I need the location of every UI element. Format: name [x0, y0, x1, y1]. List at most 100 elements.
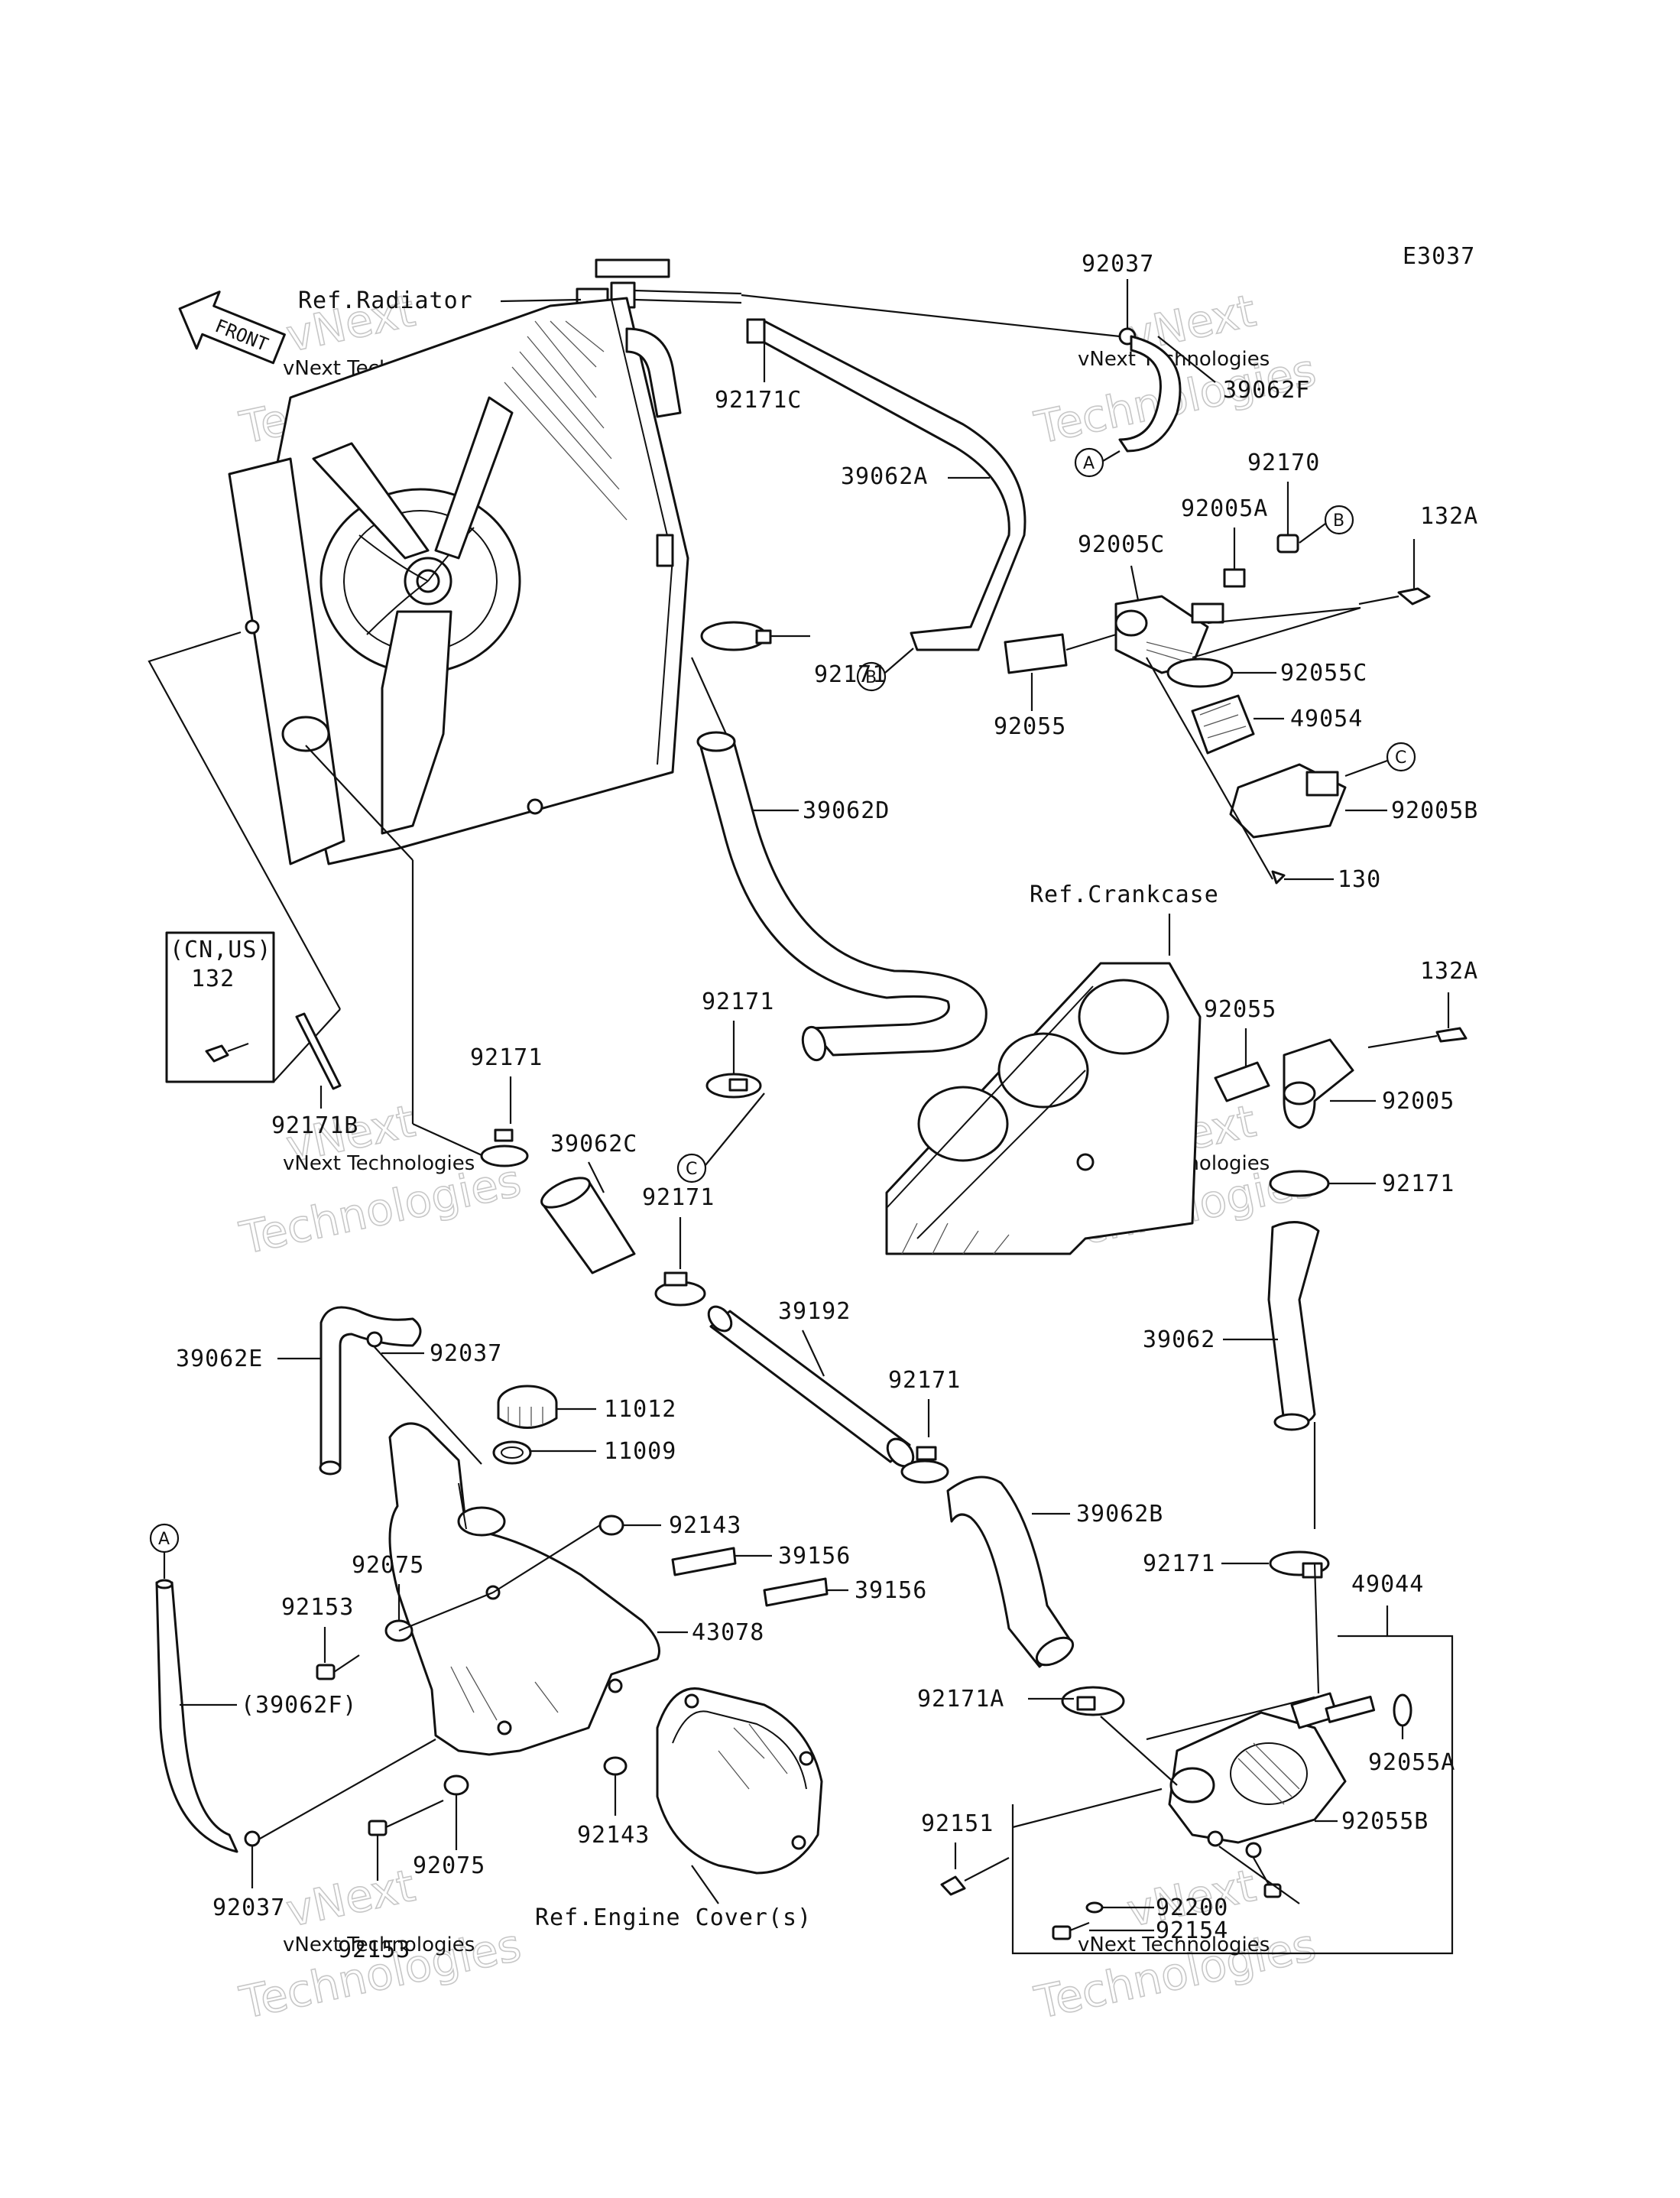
engine-cover: [656, 1687, 823, 1875]
part-39062a: 39062A: [841, 463, 928, 490]
part-49054: 49054: [1290, 706, 1363, 732]
part-92005b: 92005B: [1391, 797, 1478, 824]
clamp-92171a: [1061, 1686, 1125, 1716]
clamp-92171-right: [1269, 1170, 1330, 1197]
part-39062e: 39062E: [176, 1346, 263, 1372]
part-92200: 92200: [1156, 1894, 1228, 1921]
part-39062f: 39062F: [1223, 377, 1310, 404]
washer-92200: [1085, 1901, 1104, 1914]
hose-39062f-bottom: [155, 1579, 238, 1853]
pad-39156-a: [671, 1547, 737, 1576]
clip-92037-bottom: [244, 1830, 261, 1847]
ref-crankcase-label: Ref.Crankcase: [1030, 881, 1219, 908]
part-132a-mid: 132A: [1420, 958, 1478, 985]
part-92171-right: 92171: [1382, 1170, 1455, 1197]
part-92005c: 92005C: [1078, 531, 1165, 558]
water-pump: [1168, 1692, 1376, 1859]
part-92005: 92005: [1382, 1088, 1455, 1115]
part-92171-d: 92171: [888, 1367, 961, 1394]
connector-b-left: B: [856, 661, 887, 692]
part-11009: 11009: [604, 1438, 676, 1465]
clamp-92171-e: [1269, 1550, 1330, 1579]
part-92153-top: 92153: [281, 1594, 354, 1621]
part-92037-bottom: 92037: [212, 1894, 285, 1921]
hose-39062d: [696, 731, 988, 1062]
part-11012: 11012: [604, 1396, 676, 1423]
svg-text:B: B: [1333, 511, 1344, 531]
bolt-pump-right: [1263, 1883, 1282, 1898]
svg-text:A: A: [1083, 454, 1095, 473]
bolt-132a-top: [1358, 587, 1431, 606]
part-43078: 43078: [692, 1619, 764, 1646]
cap-11012: [497, 1385, 558, 1429]
clamp-92171-upper: [700, 621, 772, 651]
hose-39062c: [540, 1177, 636, 1274]
cover-92005b: [1229, 763, 1347, 839]
grommet-92143-top: [598, 1515, 624, 1536]
radiator: [228, 258, 742, 865]
part-39062: 39062: [1143, 1326, 1215, 1353]
connector-a-top: A: [1074, 447, 1104, 478]
bolt-92153-top: [316, 1654, 360, 1680]
part-39062c: 39062C: [550, 1131, 637, 1157]
svg-text:C: C: [686, 1160, 697, 1179]
part-92171-mid: 92171: [702, 989, 774, 1015]
part-92143-top: 92143: [669, 1512, 741, 1539]
clip-92037-mid: [366, 1331, 383, 1348]
clamp-92171-c2: [654, 1271, 706, 1307]
part-92143-bottom: 92143: [577, 1822, 650, 1849]
part-39062b: 39062B: [1076, 1501, 1163, 1528]
bolt-130: [1271, 870, 1286, 885]
part-132a-top: 132A: [1420, 503, 1478, 530]
fitting-92005: [1283, 1038, 1354, 1129]
part-92037-mid: 92037: [430, 1340, 502, 1367]
ref-engine-cover-label: Ref.Engine Cover(s): [535, 1904, 812, 1931]
watermark-brand: vNext Technologies: [283, 1152, 475, 1175]
grommet-92075-bottom: [443, 1774, 469, 1796]
diagram-code: E3037: [1403, 243, 1475, 270]
part-92055a: 92055A: [1368, 1749, 1455, 1776]
watermark-brand: vNext Technologies: [283, 1933, 475, 1956]
connector-b-right: B: [1324, 505, 1354, 535]
oring-92055c: [1166, 657, 1234, 688]
part-92171-left: 92171: [470, 1044, 543, 1071]
part-92055b: 92055B: [1341, 1808, 1429, 1835]
part-39062f-paren: (39062F): [241, 1692, 358, 1719]
part-92154: 92154: [1156, 1917, 1228, 1944]
svg-text:C: C: [1395, 748, 1406, 768]
gasket-92055-top: [1004, 633, 1068, 674]
housing-92005c: [1114, 595, 1224, 674]
part-92055-mid: 92055: [1204, 996, 1276, 1023]
clip-92171c: [746, 318, 766, 344]
clamp-92171-mid: [705, 1073, 762, 1099]
bolt-92153-bottom: [368, 1800, 444, 1836]
part-92171b: 92171B: [271, 1112, 358, 1139]
clamp-92171-d: [900, 1446, 949, 1484]
fitting-92005a: [1223, 568, 1246, 588]
watermark-vnext: vNext: [282, 1859, 420, 1937]
strap-92171b: [295, 1012, 342, 1090]
part-39156-b: 39156: [855, 1577, 927, 1604]
svg-text:A: A: [158, 1530, 170, 1549]
part-92075-bottom: 92075: [413, 1852, 485, 1879]
part-92151: 92151: [921, 1810, 994, 1837]
pipe-39192: [707, 1305, 915, 1468]
region-note-label: (CN,US): [170, 937, 271, 963]
part-92005a: 92005A: [1181, 495, 1268, 522]
part-92171-c2: 92171: [642, 1184, 715, 1211]
crankcase: [885, 962, 1202, 1255]
bolt-92154: [1052, 1921, 1090, 1940]
part-92055-top: 92055: [994, 713, 1066, 740]
front-arrow: FRONT: [178, 291, 286, 365]
bolt-132a-mid: [1367, 1027, 1468, 1049]
oring-92055a: [1393, 1693, 1412, 1727]
region-box: [165, 931, 275, 1083]
seal-11009: [492, 1440, 532, 1465]
part-49044: 49044: [1351, 1571, 1424, 1598]
part-92171-e: 92171: [1143, 1550, 1215, 1577]
bolt-132: [205, 1042, 249, 1063]
connector-a-bottom: A: [149, 1523, 180, 1554]
part-39156-a: 39156: [778, 1543, 851, 1570]
part-92170: 92170: [1247, 450, 1320, 476]
